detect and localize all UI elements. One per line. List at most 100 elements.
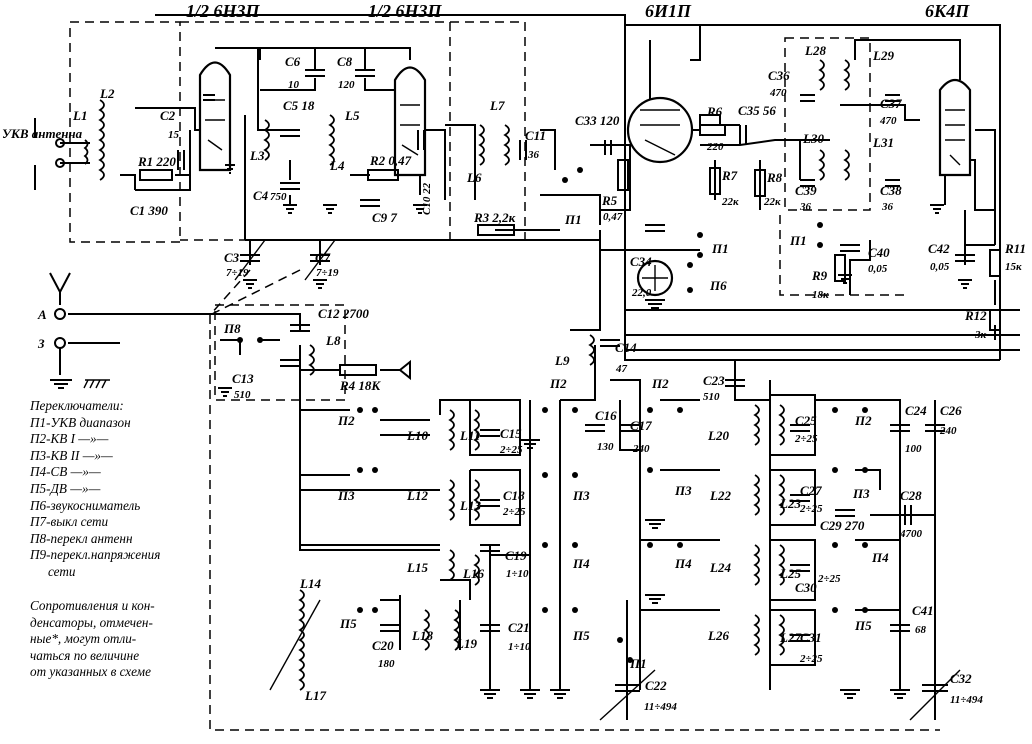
label-C14: C14 xyxy=(615,340,637,355)
tube-3 xyxy=(626,96,694,164)
tube-label-3: 6И1П xyxy=(645,1,692,21)
antenna-ukv-label: УКВ антенна xyxy=(2,126,83,141)
label-P3c: П3 xyxy=(674,483,692,498)
label-R2: R2 0,47 xyxy=(369,153,412,168)
label-L13: L13 xyxy=(459,498,481,513)
label-C24v: 100 xyxy=(905,443,922,455)
label-C25v: 2÷25 xyxy=(794,433,818,445)
label-P2b: П2 xyxy=(549,376,567,391)
label-C13v: 510 xyxy=(234,389,251,401)
label-L5: L5 xyxy=(344,108,360,123)
label-L6: L6 xyxy=(466,170,482,185)
tube-1 xyxy=(198,61,232,172)
label-R11: R11 xyxy=(1004,241,1026,256)
label-L28: L28 xyxy=(804,43,826,58)
antenna-a-label: А xyxy=(37,307,47,322)
label-P2c: П2 xyxy=(651,376,669,391)
label-R8: R8 xyxy=(766,170,783,185)
label-C26v: 240 xyxy=(939,425,957,437)
component-labels: L1 L2 C2 15 R1 220 C1 390 C3 7÷19 C5 18 … xyxy=(72,43,1026,713)
label-C38v: 36 xyxy=(881,201,894,213)
label-C15v: 2÷25 xyxy=(499,444,523,456)
label-L10: L10 xyxy=(406,428,428,443)
label-C11v: 36 xyxy=(527,149,540,161)
legend-item: П3-КВ II —»— xyxy=(30,447,113,463)
label-L4: L4 xyxy=(329,158,345,173)
label-C18v: 2÷25 xyxy=(502,506,526,518)
label-L25: L25 xyxy=(779,566,801,581)
label-C19v: 1÷10 xyxy=(506,568,529,580)
label-L2: L2 xyxy=(99,86,115,101)
label-C23v: 510 xyxy=(703,391,720,403)
label-C37: C37 xyxy=(880,96,902,111)
label-C27v: 2÷25 xyxy=(799,503,823,515)
label-C37v: 470 xyxy=(879,115,897,127)
tube-label-2: 1/2 6Н3П xyxy=(368,1,443,21)
wires xyxy=(60,14,1020,720)
tuning-arrows xyxy=(234,239,961,721)
label-C7: C7 xyxy=(315,250,331,265)
label-P6: П6 xyxy=(709,278,727,293)
label-C39: C39 xyxy=(795,183,817,198)
label-C21v: 1÷10 xyxy=(508,641,531,653)
label-L15: L15 xyxy=(406,560,428,575)
label-C6: C6 xyxy=(285,54,301,69)
tolerance-note: Сопротивления и кон- денсаторы, отмечен-… xyxy=(30,598,155,680)
label-C40v: 0,05 xyxy=(868,263,888,275)
label-P4b: П4 xyxy=(674,556,692,571)
label-C17: C17 xyxy=(630,418,652,433)
grounds xyxy=(50,164,972,699)
label-C39v: 36 xyxy=(799,201,812,213)
label-P1: П1 xyxy=(564,212,582,227)
label-C42v: 0,05 xyxy=(930,261,950,273)
legend-item: П5-ДВ —»— xyxy=(30,480,101,496)
label-P5b: П5 xyxy=(339,616,357,631)
antenna-a-symbol xyxy=(49,272,110,389)
label-C19: C19 xyxy=(505,548,527,563)
label-C30: C30 xyxy=(795,580,817,595)
label-L17: L17 xyxy=(304,688,326,703)
switch-legend: Переключатели: П1-УКВ диапазон П2-КВ I —… xyxy=(30,398,230,581)
antenna-ukv-symbol xyxy=(34,118,65,190)
label-C2: C2 xyxy=(160,108,176,123)
label-C22v: 11÷494 xyxy=(644,701,677,713)
label-C20: C20 xyxy=(372,638,394,653)
label-L30: L30 xyxy=(802,131,824,146)
label-R7v: 22к xyxy=(721,196,739,208)
label-P3a: П3 xyxy=(337,488,355,503)
label-C24: C24 xyxy=(905,403,927,418)
label-C17v: 240 xyxy=(632,443,650,455)
label-L18: L18 xyxy=(411,628,433,643)
label-P4c: П4 xyxy=(871,550,889,565)
label-R11v: 15к xyxy=(1005,261,1022,273)
label-P1d: П1 xyxy=(789,233,807,248)
label-C28v: 4700 xyxy=(899,528,923,540)
capacitors xyxy=(177,69,975,692)
label-C41v: 68 xyxy=(915,624,927,636)
tube-labels: 1/2 6Н3П 1/2 6Н3П 6И1П 6К4П xyxy=(186,1,970,21)
label-C34v: 22,0 xyxy=(631,287,652,299)
tube-label-1: 1/2 6Н3П xyxy=(186,1,261,21)
label-C36v: 470 xyxy=(769,87,787,99)
label-R12v: 3к xyxy=(974,329,987,341)
label-L11: L11 xyxy=(459,428,480,443)
label-C29: C29 270 xyxy=(820,518,865,533)
label-R6v: 220 xyxy=(706,141,724,153)
label-L31: L31 xyxy=(872,135,894,150)
legend-title: Переключатели: xyxy=(30,398,124,413)
label-P2d: П2 xyxy=(854,413,872,428)
coils xyxy=(83,59,850,691)
label-L9: L9 xyxy=(554,353,570,368)
label-C14v: 47 xyxy=(615,363,628,375)
label-C4v: 750 xyxy=(270,191,287,203)
legend-item: сети xyxy=(48,563,76,579)
label-C7v: 7÷19 xyxy=(316,267,339,279)
label-C36: C36 xyxy=(768,68,790,83)
label-C42: C42 xyxy=(928,241,950,256)
label-P8: П8 xyxy=(223,321,241,336)
label-C35: C35 56 xyxy=(738,103,776,118)
label-C12: C12 2700 xyxy=(318,306,369,321)
legend-item: П6-звукосниматель xyxy=(30,497,141,513)
label-L12: L12 xyxy=(406,488,428,503)
label-C9: C9 7 xyxy=(372,210,397,225)
